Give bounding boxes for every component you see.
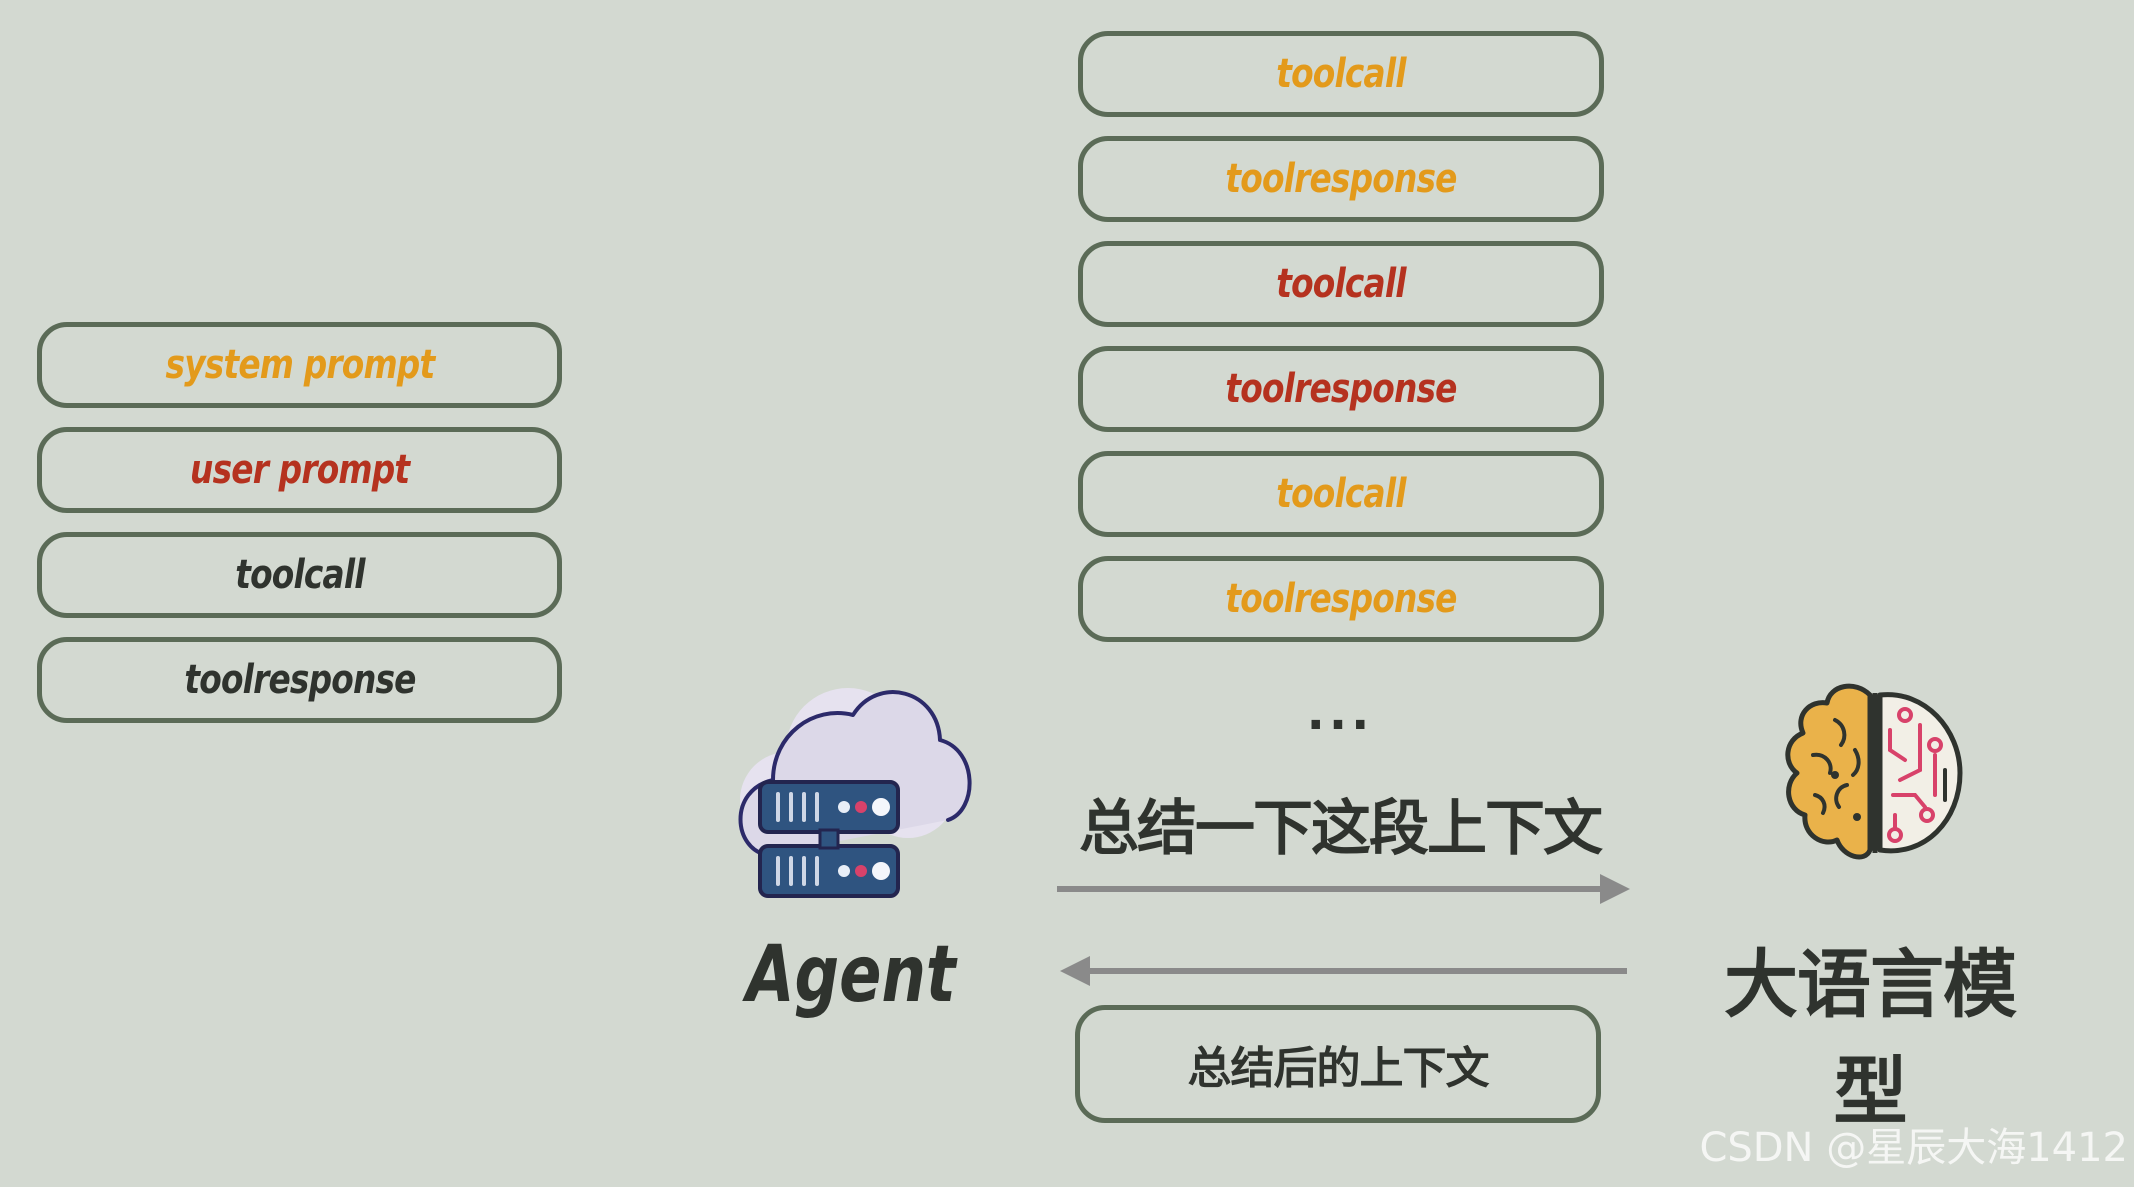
cloud-server-icon <box>738 688 972 898</box>
right-stack-item-toolresponse-3: toolresponse <box>1078 556 1604 642</box>
agent-label: Agent <box>720 930 980 1020</box>
left-stack-label: toolcall <box>234 552 365 598</box>
left-stack-item-toolresponse: toolresponse <box>37 637 562 723</box>
summarized-context-box: 总结后的上下文 <box>1075 1005 1601 1123</box>
right-stack-item-toolresponse-1: toolresponse <box>1078 136 1604 222</box>
right-stack-item-toolcall-1: toolcall <box>1078 31 1604 117</box>
watermark: CSDN @星辰大海1412 <box>1699 1125 2128 1171</box>
right-stack-label: toolresponse <box>1225 576 1457 622</box>
right-stack-item-toolcall-3: toolcall <box>1078 451 1604 537</box>
left-stack-item-system-prompt: system prompt <box>37 322 562 408</box>
forward-arrow-label: 总结一下这段上下文 <box>1079 794 1603 864</box>
summarized-context-label: 总结后的上下文 <box>1187 1043 1490 1094</box>
left-stack-label: toolresponse <box>183 657 416 703</box>
right-stack-label: toolresponse <box>1225 366 1457 412</box>
right-stack-label: toolresponse <box>1225 156 1457 202</box>
forward-arrow <box>1057 874 1630 904</box>
right-stack-label: toolcall <box>1276 261 1406 307</box>
return-arrow <box>1060 956 1627 986</box>
left-stack-item-toolcall: toolcall <box>37 532 562 618</box>
right-stack-item-toolcall-2: toolcall <box>1078 241 1604 327</box>
ellipsis: ... <box>1306 685 1374 741</box>
left-stack-item-user-prompt: user prompt <box>37 427 562 513</box>
agent-label-text: Agent <box>746 930 956 1020</box>
right-stack-label: toolcall <box>1276 51 1406 97</box>
brain-circuit-icon <box>1785 683 1963 860</box>
right-stack-item-toolresponse-2: toolresponse <box>1078 346 1604 432</box>
left-stack-label: system prompt <box>165 342 435 388</box>
right-stack-label: toolcall <box>1276 471 1406 517</box>
llm-label: 大语言模型 <box>1724 942 2017 1135</box>
left-stack-label: user prompt <box>189 447 410 493</box>
